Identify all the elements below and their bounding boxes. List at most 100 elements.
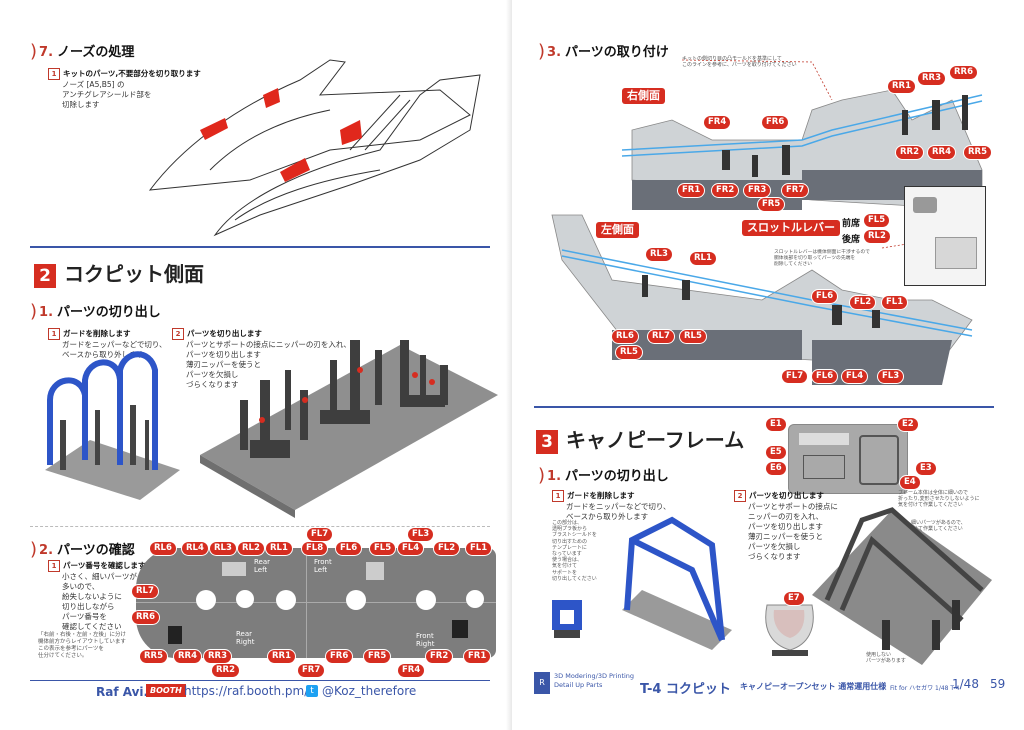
footer-line2: Detail Up Parts <box>554 681 603 689</box>
brand-logo: R <box>534 672 550 694</box>
tag-rr4-r: RR4 <box>928 146 956 159</box>
left-side-label: 左側面 <box>596 222 639 238</box>
tag-fl6: FL6 <box>336 542 362 555</box>
tag-rr2-r: RR2 <box>896 146 924 159</box>
cockpit-illustration <box>551 59 983 385</box>
footer-rule <box>30 680 490 681</box>
tag-fl3: FL3 <box>408 528 434 541</box>
step7-title: )7.ノーズの処理 <box>30 41 135 62</box>
cut-part-4 <box>340 120 362 145</box>
footer-page: 59 <box>990 677 1006 691</box>
tag-rr6-r: RR6 <box>950 66 978 79</box>
tag-fr1-r: FR1 <box>678 184 705 197</box>
rear-seat-label: 後席 <box>842 235 861 245</box>
tag-rr1-r: RR1 <box>888 80 916 93</box>
tray-label-front-left: Front Left <box>314 558 332 574</box>
throttle-inset <box>904 186 986 286</box>
twitter-icon: t <box>306 685 318 697</box>
tag-e1: E1 <box>766 418 786 431</box>
tag-fl6b-r: FL6 <box>812 370 838 383</box>
parts-tray: Rear Left Front Left Rear Right Front Ri… <box>136 548 496 658</box>
tag-rr3: RR3 <box>204 650 232 663</box>
tag-fl5: FL5 <box>370 542 396 555</box>
tag-fr2: FR2 <box>426 650 453 663</box>
divider <box>30 526 490 527</box>
tag-fr5: FR5 <box>364 650 391 663</box>
tag-fr6: FR6 <box>326 650 353 663</box>
tag-rl2: RL2 <box>238 542 264 555</box>
tag-e3: E3 <box>916 462 936 475</box>
tray-label-front-right: Front Right <box>416 632 435 648</box>
s3-small-left: この部分は、 透明プラ板から ブラストシールドを 切り出すための テンプレートに… <box>552 520 597 582</box>
tag-e7: E7 <box>784 592 804 605</box>
footer-title: T-4 コクピット <box>640 682 731 697</box>
tray-label-rear-right: Rear Right <box>236 630 255 646</box>
tag-e6: E6 <box>766 462 786 475</box>
tag-rl6: RL6 <box>150 542 176 555</box>
tag-rl3-r: RL3 <box>646 248 672 261</box>
tag-fl8: FL8 <box>302 542 328 555</box>
tag-fr4: FR4 <box>398 664 425 677</box>
tag-fl7: FL7 <box>307 528 333 541</box>
tag-fl2-r: FL2 <box>850 296 876 309</box>
tag-fl1: FL1 <box>466 542 492 555</box>
twitter-handle[interactable]: @Koz_therefore <box>322 684 417 698</box>
throttle-note: スロットルレバーは機体側面に干渉するので 胴体後部を切り取ってパーツの先端を 削… <box>774 250 870 267</box>
tag-rl3: RL3 <box>210 542 236 555</box>
parts-tray-images <box>45 340 498 518</box>
footer-line1: 3D Modering/3D Printing <box>554 672 635 680</box>
tag-rr3-r: RR3 <box>918 72 946 85</box>
tag-rl7-r: RL7 <box>648 330 674 343</box>
canopy-sprue-top <box>788 424 908 494</box>
nose-drawing <box>148 59 481 237</box>
tag-fl2: FL2 <box>434 542 460 555</box>
tag-rr2: RR2 <box>212 664 240 677</box>
step1-title: )1.パーツの切り出し <box>30 301 161 322</box>
tag-e5: E5 <box>766 446 786 459</box>
tag-fr3-r: FR3 <box>744 184 771 197</box>
tag-rr6: RR6 <box>132 611 160 624</box>
tag-e4: E4 <box>900 476 920 489</box>
tag-rr1: RR1 <box>268 650 296 663</box>
tag-rl6-r: RL6 <box>612 330 638 343</box>
tag-rr4: RR4 <box>174 650 202 663</box>
tag-fl4: FL4 <box>398 542 424 555</box>
tag-rr5-r: RR5 <box>964 146 992 159</box>
front-seat-label: 前席 <box>842 219 861 229</box>
cut-part-1 <box>200 118 228 140</box>
footer-subtitle: キャノピーオープンセット 通常運用仕様 <box>740 682 887 691</box>
tag-fl7-r: FL7 <box>782 370 808 383</box>
booth-logo: BOOTH <box>146 684 186 697</box>
tag-rl1: RL1 <box>266 542 292 555</box>
throttle-label: スロットルレバー <box>742 220 840 236</box>
tag-fl6-r: FL6 <box>812 290 838 303</box>
section-rule <box>30 246 490 248</box>
author-name: Raf Avi. <box>96 685 149 699</box>
booth-url[interactable]: https://raf.booth.pm/ <box>184 684 309 698</box>
tag-rl5b-r: RL5 <box>616 346 642 359</box>
tag-fr4-r: FR4 <box>704 116 731 129</box>
tag-fl3-r: FL3 <box>878 370 904 383</box>
canopy-parts-images <box>552 507 992 665</box>
tag-e2: E2 <box>898 418 918 431</box>
tag-fr1: FR1 <box>464 650 491 663</box>
s3-small-right1: フレーム本体は全体に細いので 折ったり,変形させたりしないように 気を付けて作業… <box>898 490 980 509</box>
tag-fr5-r: FR5 <box>758 198 785 211</box>
s3-step1-title: )1.パーツの切り出し <box>538 465 669 486</box>
tag-fr7-r: FR7 <box>782 184 809 197</box>
s3-small-right2: 2つ、細いパーツがあるので、 気を付けて作業してください <box>898 520 966 533</box>
tag-fl4-r: FL4 <box>842 370 868 383</box>
s3-small-bottom: 使用しない パーツがあります <box>866 652 906 665</box>
right-side-label: 右側面 <box>622 88 665 104</box>
tag-fl1-r: FL1 <box>882 296 908 309</box>
tag-rl2-seat: RL2 <box>864 230 890 243</box>
top-small-note: キットの側切り目の凸モールドを基準にして このラインを参考に、パーツを取り付けて… <box>682 56 797 68</box>
